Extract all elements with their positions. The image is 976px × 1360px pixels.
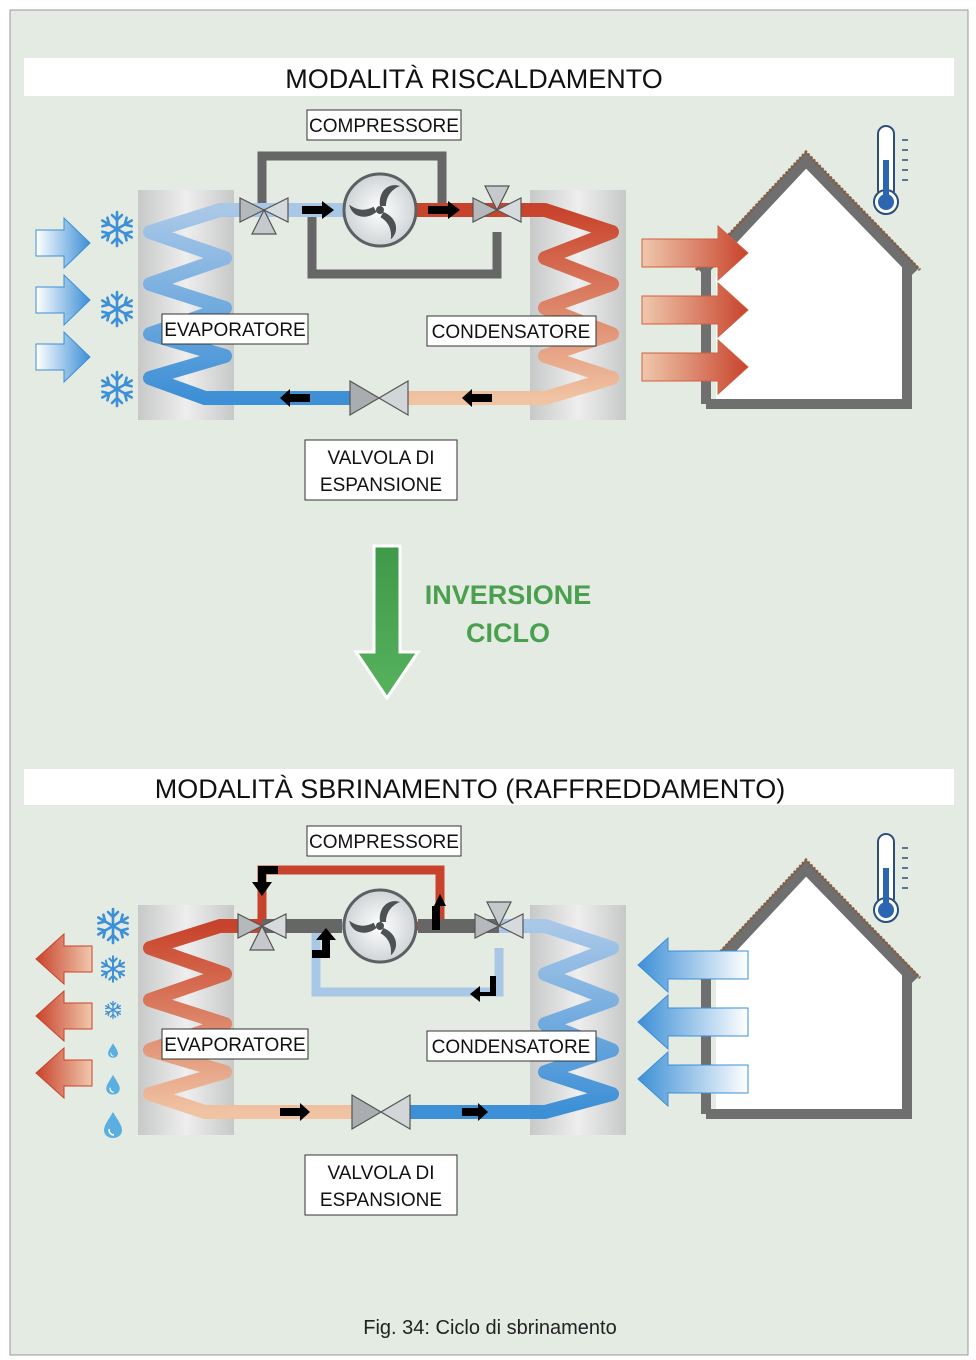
flow-arrow-icon — [252, 866, 496, 1121]
heating-title: MODALITÀ RISCALDAMENTO — [285, 64, 663, 94]
defrost-title: MODALITÀ SBRINAMENTO (RAFFREDDAMENTO) — [155, 774, 786, 804]
compressor-fan-defrost-icon — [342, 888, 418, 964]
defrost-valve-label-2: ESPANSIONE — [320, 1190, 442, 1211]
condenser-coil-defrost — [406, 919, 619, 1119]
heating-valve-label-2: ESPANSIONE — [320, 475, 442, 496]
inversion-arrow-icon — [353, 544, 421, 701]
house-icon — [694, 857, 922, 1119]
compressor-loop-pipe — [257, 151, 447, 210]
heat-output-arrows — [641, 224, 749, 396]
outdoor-heat-arrows — [35, 932, 93, 1100]
indoor-cold-arrows — [637, 936, 749, 1108]
heating-evaporator-label: EVAPORATORE — [164, 320, 305, 341]
figure-caption: Fig. 34: Ciclo di sbrinamento — [363, 1317, 616, 1339]
evaporator-coil-defrost — [143, 919, 354, 1119]
defrost-title-bar — [24, 769, 954, 805]
defrost-evaporator-label: EVAPORATORE — [164, 1035, 305, 1056]
condenser-coil — [406, 203, 619, 405]
heating-compressor-label: COMPRESSORE — [309, 116, 459, 137]
inversion-line-1: INVERSIONE — [425, 580, 592, 610]
defrost-valve-label-1: VALVOLA DI — [327, 1163, 434, 1184]
evaporator-coil — [143, 203, 352, 405]
compressor-return-pipe — [307, 210, 502, 279]
heating-valve-label-1: VALVOLA DI — [327, 448, 434, 469]
defrost-compressor-label: COMPRESSORE — [309, 832, 459, 853]
compressor-fan-icon — [342, 172, 418, 248]
heating-title-bar — [24, 58, 954, 96]
heating-condenser-label: CONDENSATORE — [432, 322, 591, 343]
defrost-condenser-label: CONDENSATORE — [432, 1037, 591, 1058]
inversion-line-2: CICLO — [466, 618, 550, 648]
flow-arrow-icon — [280, 201, 492, 407]
outdoor-air-arrows — [35, 216, 91, 384]
